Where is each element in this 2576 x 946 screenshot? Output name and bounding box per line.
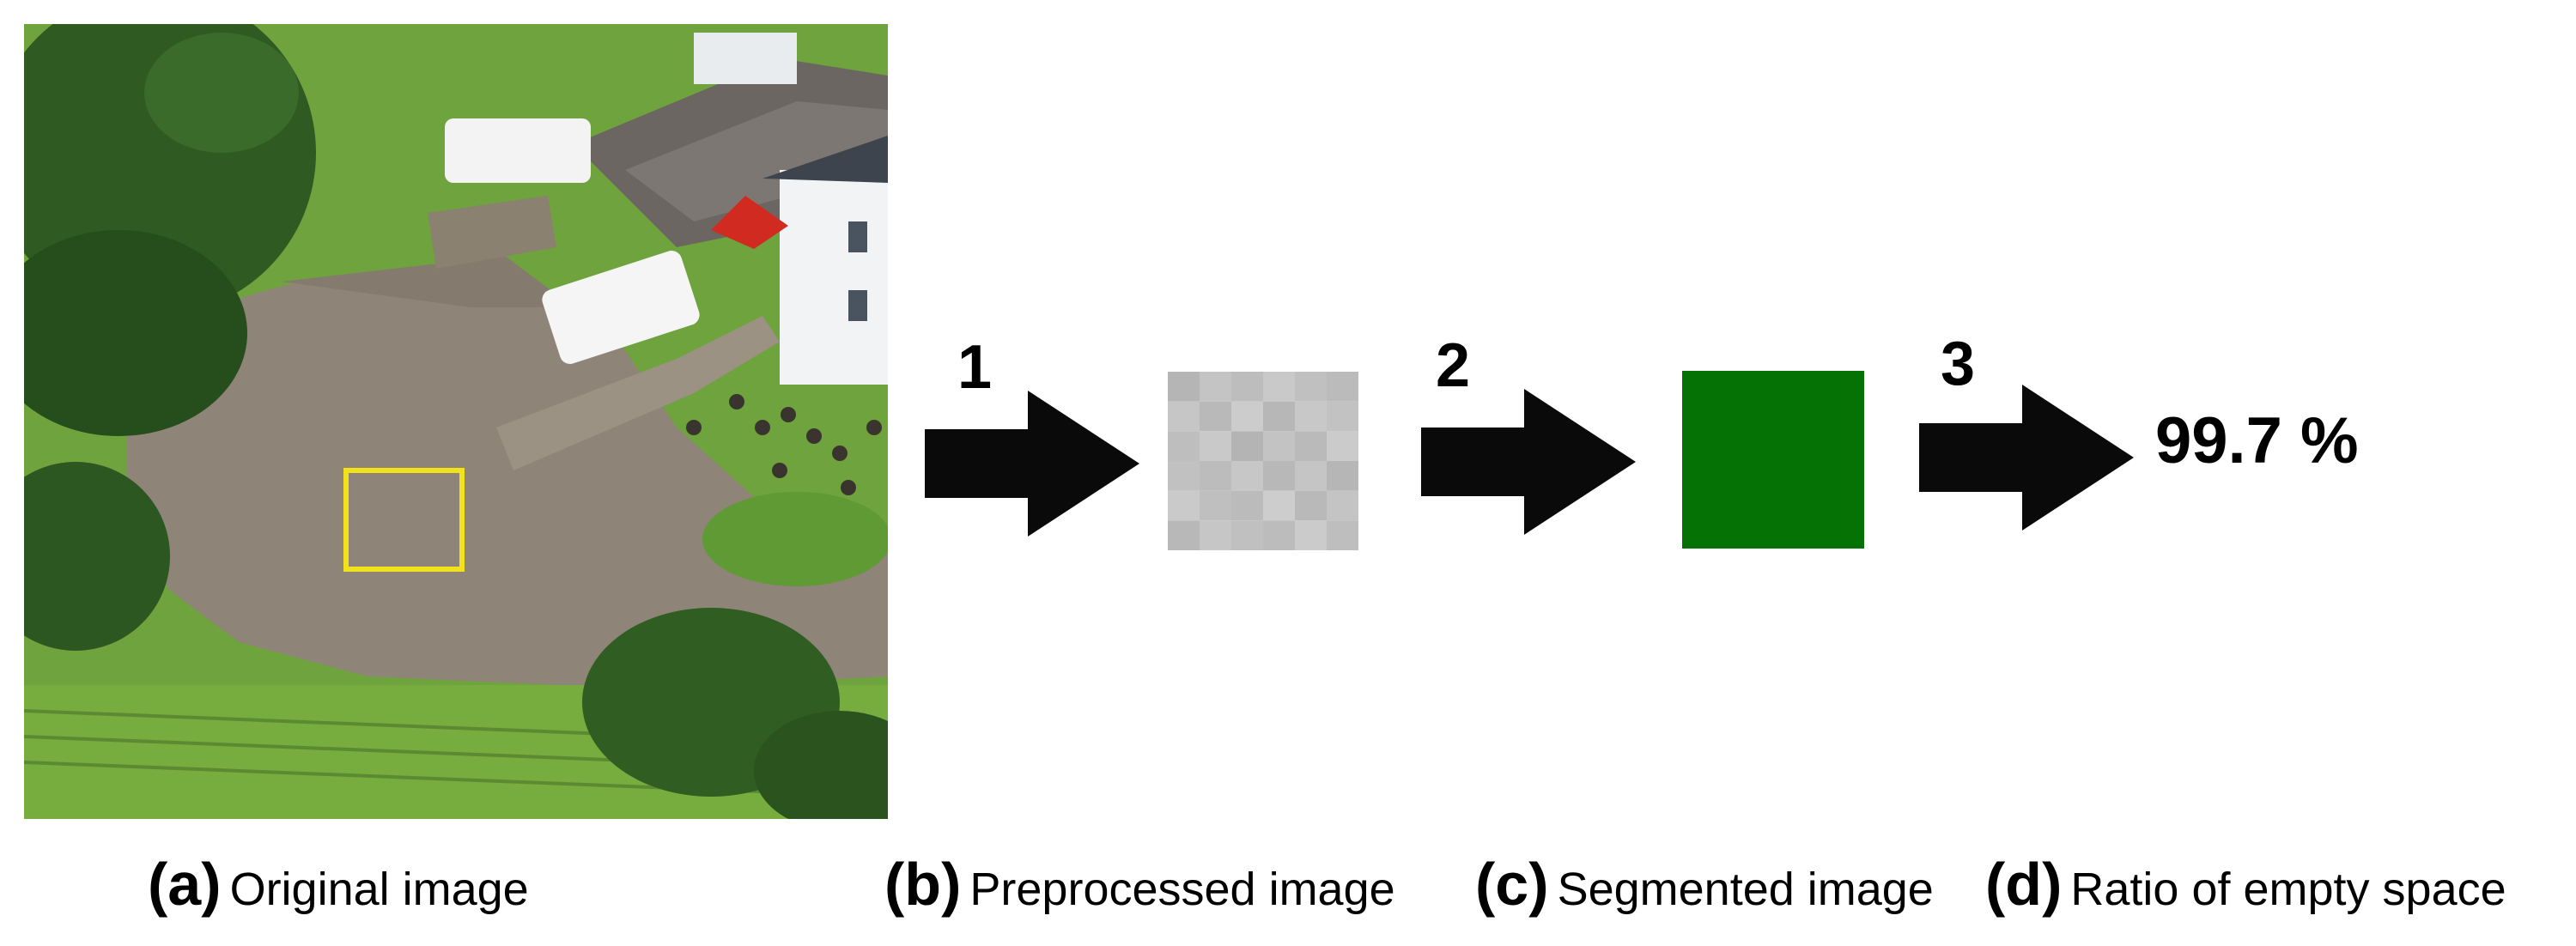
caption-letter: (c) <box>1475 851 1549 918</box>
step-number-1: 1 <box>957 333 993 402</box>
caption-a: (a) Original image <box>148 850 529 927</box>
caption-text: Segmented image <box>1557 864 1934 915</box>
right-arrow-icon <box>1919 385 2134 531</box>
selection-box <box>343 468 465 572</box>
caption-letter: (b) <box>884 851 962 918</box>
preprocessed-patch <box>1168 372 1358 550</box>
caption-text: Preprocessed image <box>969 864 1395 915</box>
original-image <box>24 24 888 819</box>
step-number-3: 3 <box>1941 330 1976 398</box>
empty-space-ratio: 99.7 % <box>2155 404 2359 477</box>
segmented-patch <box>1682 371 1864 549</box>
right-arrow-icon <box>1421 389 1636 535</box>
aerial-photo <box>24 24 888 819</box>
caption-text: Ratio of empty space <box>2070 864 2506 915</box>
caption-text: Original image <box>229 864 529 915</box>
caption-letter: (d) <box>1985 851 2063 918</box>
right-arrow-icon <box>925 391 1139 537</box>
caption-letter: (a) <box>148 851 222 918</box>
caption-d: (d) Ratio of empty space <box>1985 850 2506 927</box>
caption-b: (b) Preprocessed image <box>884 850 1395 927</box>
caption-c: (c) Segmented image <box>1475 850 1934 927</box>
step-number-2: 2 <box>1436 331 1471 400</box>
